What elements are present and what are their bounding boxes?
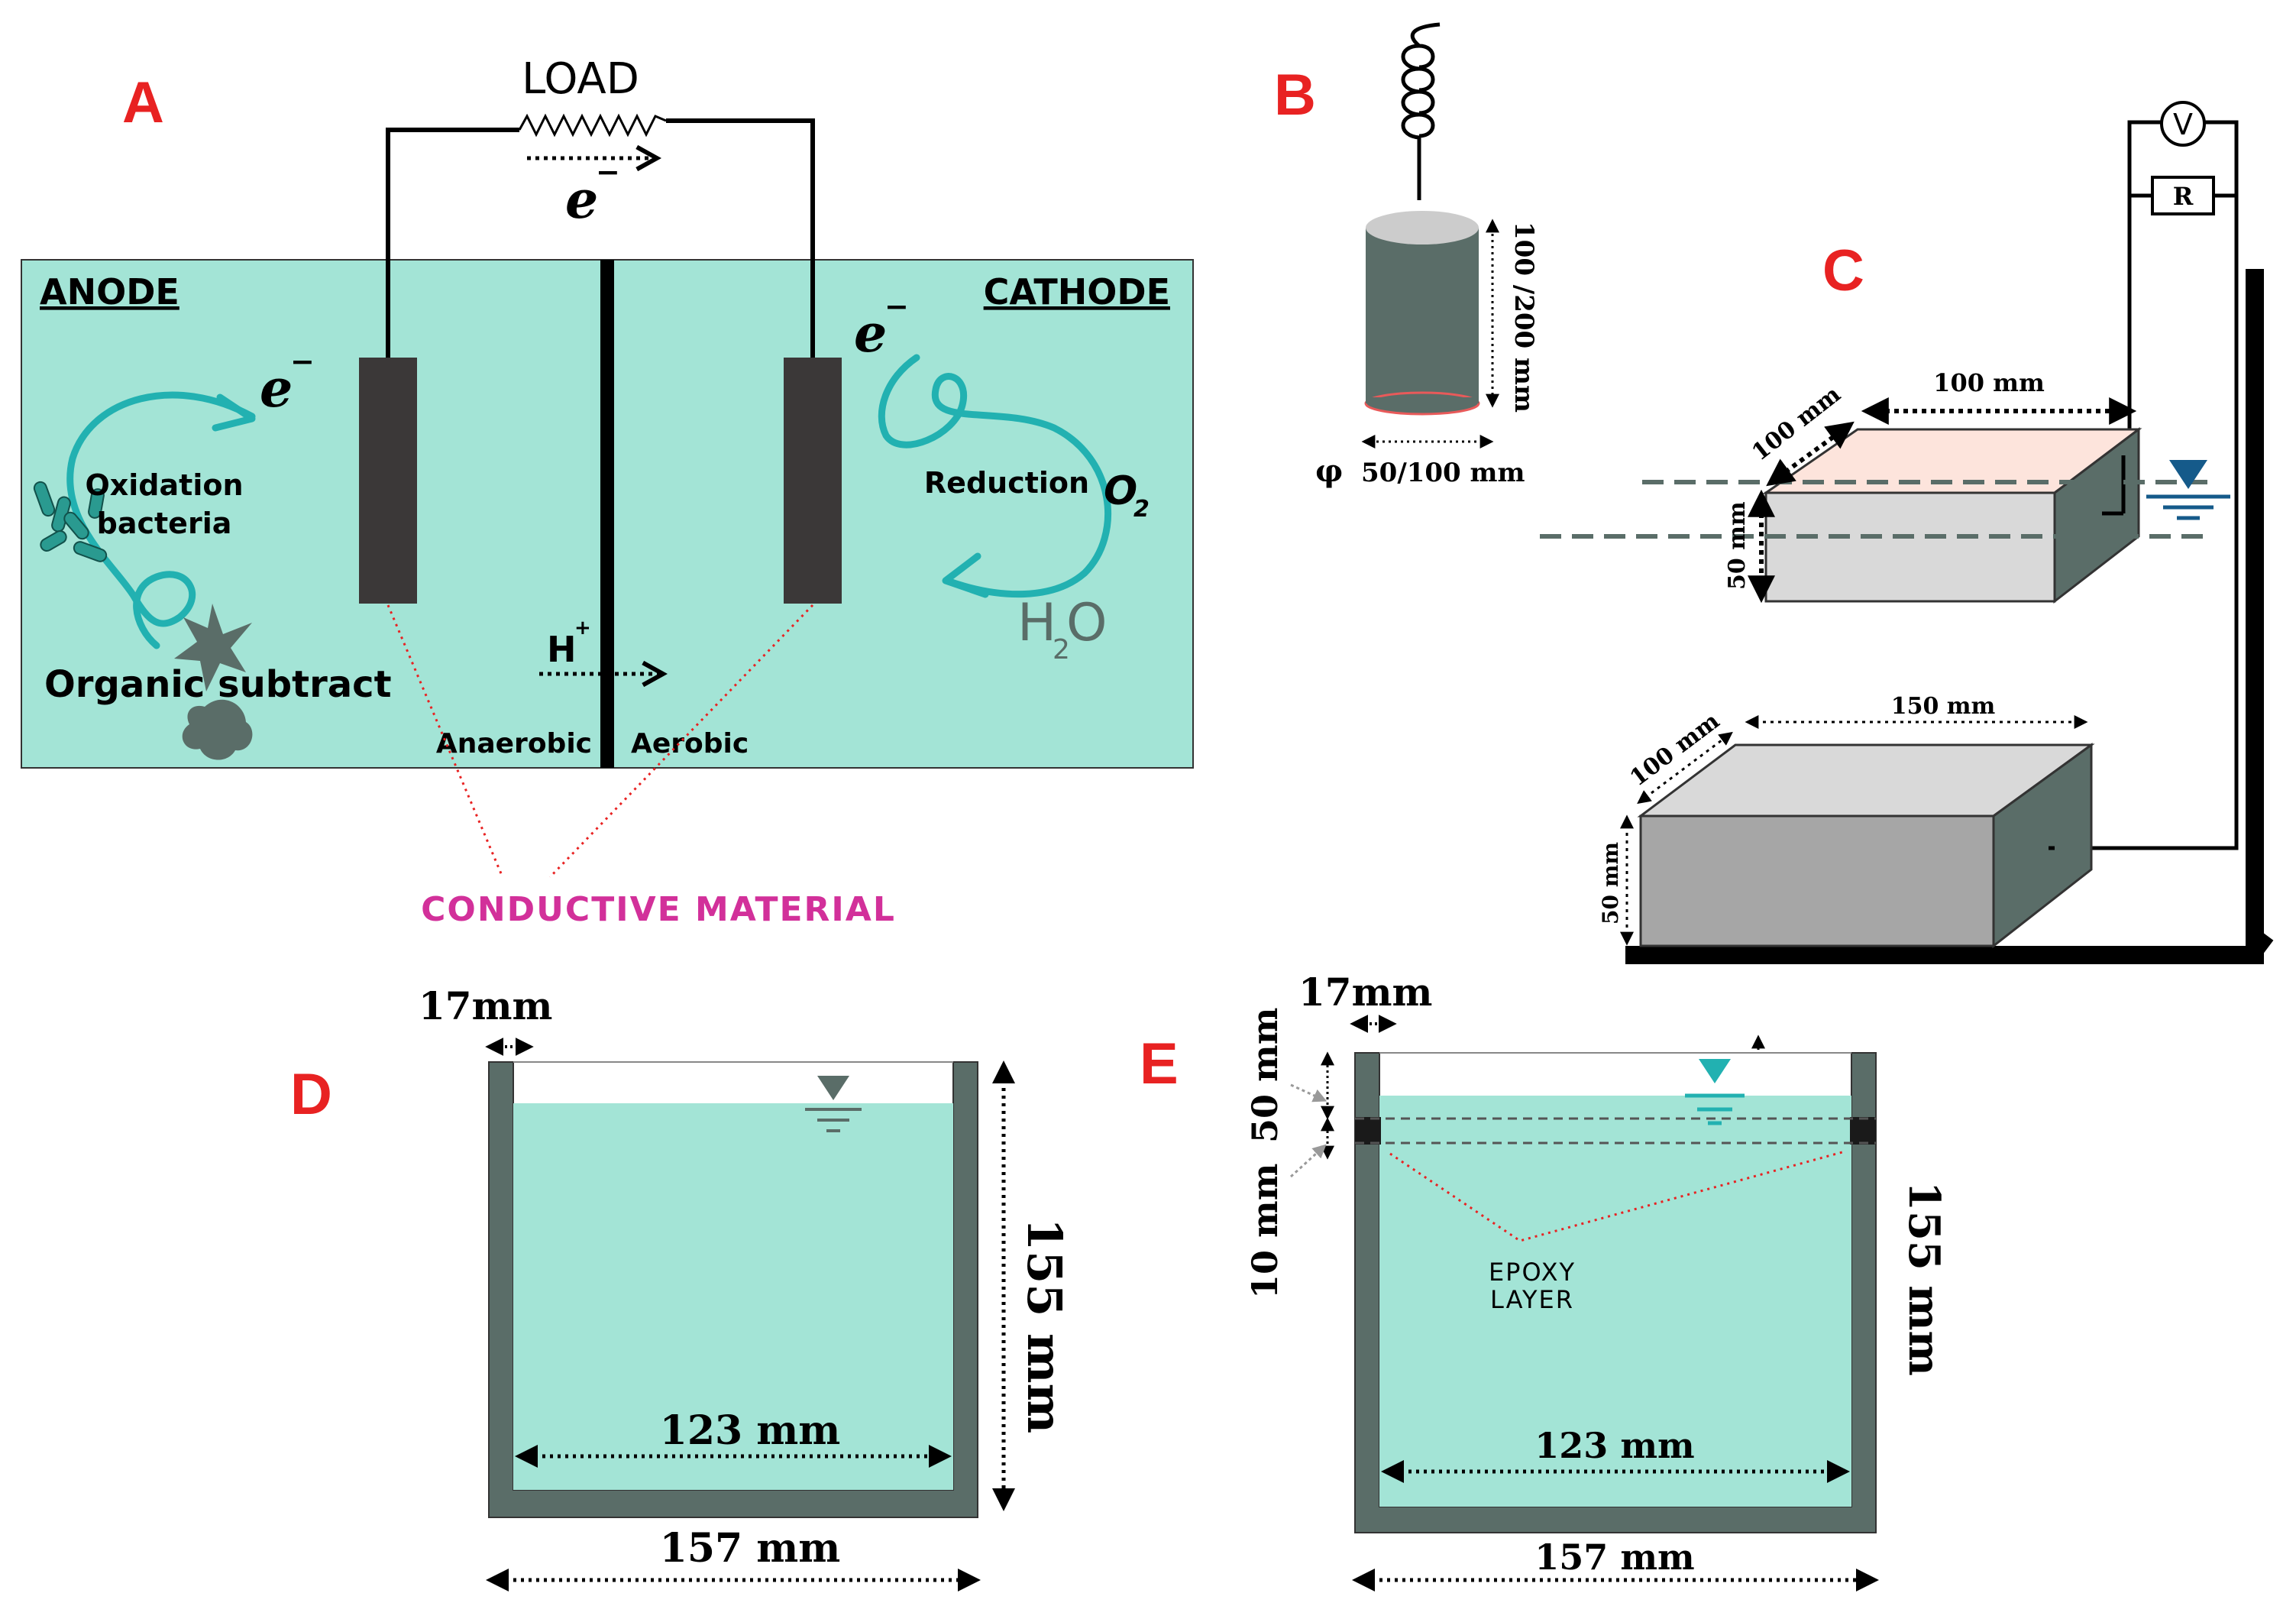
leader-upper	[1290, 1083, 1327, 1103]
panel-a: A LOAD e − ANODE CATHODE e −	[21, 54, 1194, 929]
reduction-label: Reduction	[924, 466, 1089, 500]
top-slab-front-face	[1764, 491, 2056, 603]
callout-line-cathode	[548, 604, 814, 879]
oxygen-subscript: 2	[1133, 496, 1150, 523]
water-symbol-o: O	[1066, 593, 1108, 653]
bottom-slab-height-label: 50 mm	[1598, 842, 1623, 924]
electron-symbol-cathode: e	[854, 303, 887, 364]
load-label: LOAD	[522, 54, 639, 104]
membrane	[600, 260, 614, 768]
inner-width-label: 123 mm	[660, 1407, 841, 1454]
water-body-e	[1379, 1096, 1851, 1507]
upper-depth-label: 50 mm	[1244, 1008, 1285, 1143]
anode-wire	[386, 128, 519, 358]
epoxy-block-left	[1355, 1117, 1381, 1145]
panel-letter-a: A	[122, 70, 164, 135]
height-label: 155 mm	[1017, 1218, 1072, 1433]
anaerobic-label: Anaerobic	[436, 728, 592, 759]
panel-letter-d: D	[290, 1062, 332, 1127]
callout-line-anode	[386, 604, 504, 878]
panel-letter-c: C	[1822, 238, 1864, 303]
bottom-slab-length-label: 150 mm	[1891, 693, 1996, 720]
organic-label: Organic subtract	[44, 663, 392, 706]
oxidation-label-line2: bacteria	[97, 507, 232, 540]
proton-symbol: H	[547, 629, 577, 670]
water-level-icon-e	[1699, 1059, 1731, 1083]
organic-substrate-icon	[174, 604, 252, 691]
panel-d: D 17mm 155 mm 123 mm 157 mm	[290, 983, 1072, 1591]
organic-blob-icon	[182, 699, 253, 760]
epoxy-label-line1: EPOXY	[1489, 1258, 1576, 1287]
cylinder-diameter-label: 50/100 mm	[1361, 458, 1525, 488]
top-slab-height-label: 50 mm	[1724, 501, 1751, 590]
proton-charge: +	[574, 617, 591, 639]
water-level-icon-d	[817, 1076, 849, 1100]
electron-symbol-anode: e	[260, 358, 293, 419]
voltmeter-label: V	[2173, 108, 2193, 141]
resistor-icon	[2151, 176, 2215, 215]
outer-width-label: 157 mm	[660, 1525, 841, 1572]
coil-wire-icon	[1401, 22, 1441, 200]
cylinder-body	[1366, 228, 1479, 403]
cylinder-top	[1366, 211, 1479, 244]
panel-c: C V R 100 mm 100 mm 50 mm	[1540, 101, 2274, 964]
phi-symbol: φ	[1315, 453, 1343, 489]
water-symbol-h: H	[1017, 593, 1056, 653]
oxygen-symbol: O	[1104, 468, 1137, 514]
oxidation-label-line1: Oxidation	[85, 468, 243, 502]
leader-lower	[1289, 1144, 1327, 1178]
reduction-path	[878, 354, 1112, 598]
electron-charge-anode: −	[290, 345, 315, 378]
epoxy-label-line2: LAYER	[1490, 1285, 1574, 1314]
anode-electrode	[359, 358, 417, 604]
resistor-label: R	[2173, 182, 2194, 211]
top-slab-depth-dimension	[1766, 421, 1855, 487]
anode-label: ANODE	[40, 271, 179, 312]
panel-letter-e: E	[1140, 1031, 1179, 1096]
aerobic-label: Aerobic	[631, 728, 749, 759]
electron-charge-cathode: −	[884, 290, 909, 323]
bottom-slab-front-face	[1639, 814, 1995, 947]
water-body	[513, 1103, 953, 1490]
cathode-wire	[666, 118, 815, 358]
lower-depth-label: 10 mm	[1244, 1164, 1285, 1299]
water-subscript: 2	[1053, 634, 1070, 665]
epoxy-callout-lines	[1389, 1151, 1843, 1242]
outer-width-label-e: 157 mm	[1534, 1536, 1694, 1578]
cathode-electrode	[784, 358, 842, 604]
bacteria-icon	[33, 481, 108, 562]
wall-thickness-label: 17mm	[419, 983, 552, 1028]
oxidation-path	[66, 391, 256, 649]
reduction-arrowhead	[942, 552, 989, 598]
panel-e: E 17mm 50 mm 10 mm EPOXY LAYER 155 mm 12…	[1140, 970, 1949, 1591]
load-resistor	[518, 113, 667, 138]
electron-symbol-load: e	[565, 170, 598, 231]
voltmeter-icon	[2160, 101, 2206, 147]
panel-b: B 100 /200 mm φ 50/100 mm	[1274, 22, 1539, 489]
top-slab-length-label: 100 mm	[1933, 368, 2045, 397]
inner-width-label-e: 123 mm	[1534, 1425, 1694, 1466]
cathode-label: CATHODE	[984, 271, 1170, 312]
cylinder-height-label: 100 /200 mm	[1509, 222, 1539, 413]
bottom-slab-side-face	[1992, 743, 2093, 949]
oxidation-arrowhead	[212, 393, 256, 432]
wall-thickness-label-e: 17mm	[1298, 970, 1432, 1015]
epoxy-block-right	[1850, 1117, 1876, 1145]
panel-letter-b: B	[1274, 63, 1316, 128]
height-label-e: 155 mm	[1899, 1181, 1949, 1376]
conductive-material-label: CONDUCTIVE MATERIAL	[421, 890, 896, 929]
water-level-icon	[2169, 460, 2207, 489]
electron-charge-load: −	[596, 155, 620, 189]
